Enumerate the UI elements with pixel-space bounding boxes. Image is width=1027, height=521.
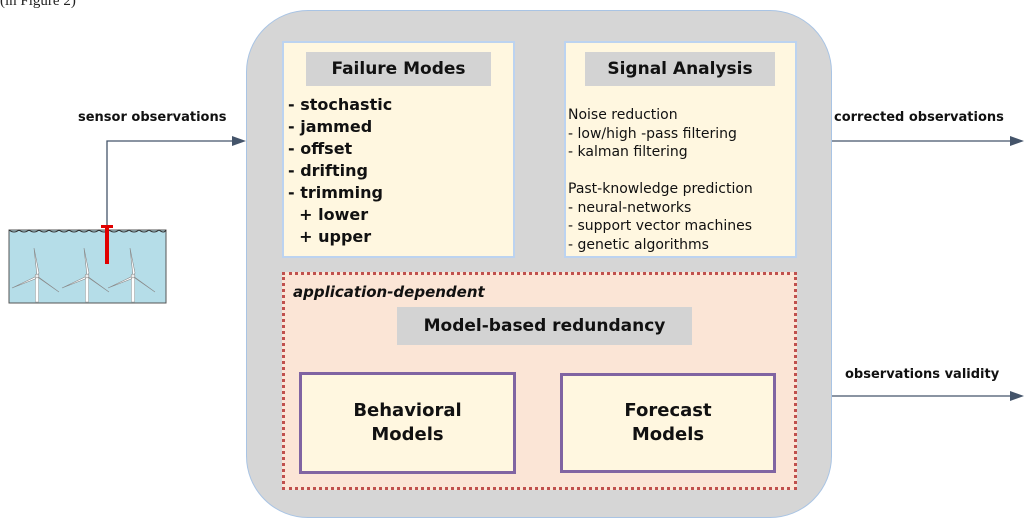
failure-mode-item: - drifting bbox=[288, 161, 368, 180]
top-cut-text: (in Figure 2) bbox=[0, 0, 76, 9]
wind-turbine-icon bbox=[11, 247, 60, 303]
signal-analysis-content: Noise reduction - low/high -pass filteri… bbox=[568, 106, 753, 254]
failure-modes-list: - stochastic - jammed - offset - driftin… bbox=[288, 94, 392, 248]
behavioral-models-box: Behavioral Models bbox=[299, 372, 516, 474]
wave-line bbox=[8, 229, 167, 233]
wind-turbine-icon bbox=[61, 247, 110, 303]
failure-mode-item: + lower bbox=[288, 205, 369, 224]
output-arrow-validity bbox=[832, 391, 1024, 401]
behavioral-models-line: Models bbox=[371, 424, 444, 445]
application-dependent-label: application-dependent bbox=[293, 283, 485, 301]
offshore-scene bbox=[8, 225, 167, 304]
output-arrow-corrected bbox=[832, 136, 1024, 146]
failure-modes-title: Failure Modes bbox=[306, 52, 491, 86]
forecast-models-line: Forecast bbox=[624, 400, 712, 421]
past-item: - neural-networks bbox=[568, 199, 692, 216]
output-label-corrected: corrected observations bbox=[834, 110, 1004, 125]
noise-item: - low/high -pass filtering bbox=[568, 125, 737, 142]
sensor-probe-cap bbox=[101, 225, 113, 228]
noise-item: - kalman filtering bbox=[568, 144, 688, 160]
sensor-probe-icon bbox=[105, 227, 109, 264]
signal-analysis-title: Signal Analysis bbox=[585, 52, 775, 86]
model-redundancy-title: Model-based redundancy bbox=[397, 307, 692, 345]
forecast-models-line: Models bbox=[631, 424, 705, 445]
failure-mode-item: - trimming bbox=[288, 183, 383, 202]
failure-mode-item: - offset bbox=[288, 139, 353, 158]
forecast-models-box: Forecast Models bbox=[560, 373, 776, 473]
input-label: sensor observations bbox=[78, 110, 227, 125]
failure-mode-item: - jammed bbox=[288, 117, 373, 136]
past-heading: Past-knowledge prediction bbox=[568, 181, 753, 197]
wind-turbine-icon bbox=[107, 247, 156, 303]
failure-mode-item: + upper bbox=[288, 227, 372, 246]
input-arrow bbox=[106, 136, 246, 225]
failure-mode-item: - stochastic bbox=[288, 95, 393, 114]
noise-heading: Noise reduction bbox=[568, 107, 678, 123]
output-label-validity: observations validity bbox=[845, 367, 1000, 382]
past-item: - genetic algorithms bbox=[568, 236, 709, 253]
behavioral-models-line: Behavioral bbox=[353, 400, 462, 421]
past-item: - support vector machines bbox=[568, 218, 753, 234]
